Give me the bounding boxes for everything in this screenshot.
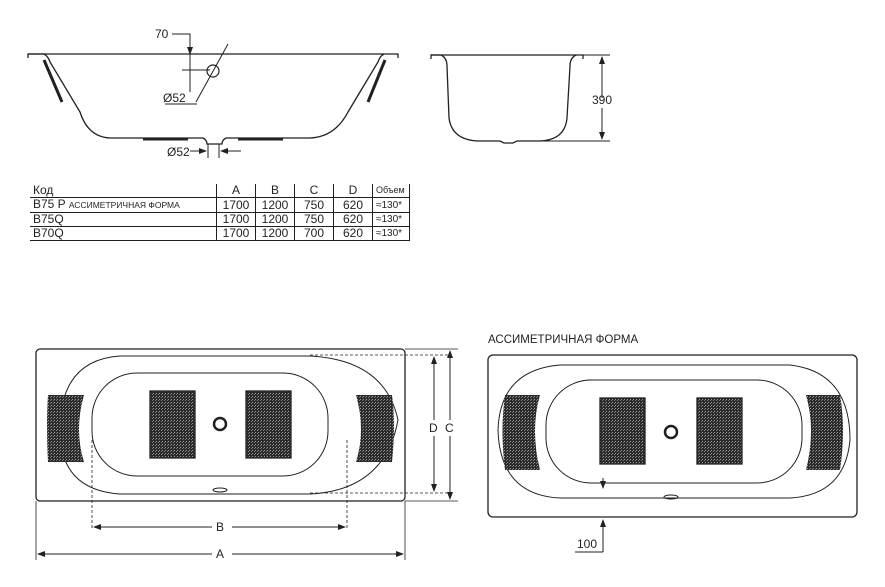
- cell-d: 620: [333, 197, 373, 213]
- side-view-profile: [27, 33, 399, 158]
- top-view-asymmetric: [487, 354, 858, 553]
- cell-c: 700: [294, 226, 334, 241]
- cell-code: B75 P АССИМЕТРИЧНАЯ ФОРМА: [30, 197, 217, 213]
- table-header-row: Код A B C D Объем: [30, 184, 410, 198]
- cell-c: 750: [294, 212, 334, 227]
- table-row: B75 P АССИМЕТРИЧНАЯ ФОРМА 1700 1200 750 …: [30, 197, 410, 213]
- dim-drain-diameter: Ø52: [167, 145, 190, 159]
- end-view-profile: [430, 54, 610, 144]
- table-row: B75Q 1700 1200 750 620 ≈130*: [30, 212, 410, 227]
- row-note: АССИМЕТРИЧНАЯ ФОРМА: [68, 200, 180, 210]
- cell-code: B70Q: [30, 226, 217, 241]
- cell-c: 750: [294, 197, 334, 213]
- dim-a: A: [216, 547, 225, 561]
- cell-b: 1200: [255, 226, 295, 241]
- header-code: Код: [30, 184, 217, 198]
- header-a: A: [216, 184, 256, 198]
- row-code: B75 P: [33, 197, 66, 211]
- header-d: D: [333, 184, 373, 198]
- dim-d: D: [429, 421, 438, 435]
- dim-top-offset: 70: [155, 27, 169, 41]
- header-c: C: [294, 184, 334, 198]
- cell-volume: ≈130*: [372, 226, 410, 241]
- dim-depth: 390: [592, 93, 613, 107]
- cell-volume: ≈130*: [372, 197, 410, 213]
- spec-table: Код A B C D Объем B75 P АССИМЕТРИЧНАЯ ФО…: [30, 184, 410, 241]
- dim-b: B: [216, 520, 225, 534]
- cell-a: 1700: [216, 197, 256, 213]
- cell-b: 1200: [255, 197, 295, 213]
- header-b: B: [255, 184, 295, 198]
- cell-d: 620: [333, 212, 373, 227]
- header-volume: Объем: [372, 184, 410, 198]
- cell-a: 1700: [216, 212, 256, 227]
- table-row: B70Q 1700 1200 700 620 ≈130*: [30, 226, 410, 241]
- asym-title: АССИМЕТРИЧНАЯ ФОРМА: [488, 334, 639, 346]
- top-view-symmetric: [35, 348, 458, 560]
- dim-overflow-diameter: Ø52: [163, 91, 186, 105]
- dim-offset: 100: [577, 537, 598, 551]
- cell-code: B75Q: [30, 212, 217, 227]
- cell-d: 620: [333, 226, 373, 241]
- cell-a: 1700: [216, 226, 256, 241]
- dim-c: C: [445, 421, 454, 435]
- cell-volume: ≈130*: [372, 212, 410, 227]
- cell-b: 1200: [255, 212, 295, 227]
